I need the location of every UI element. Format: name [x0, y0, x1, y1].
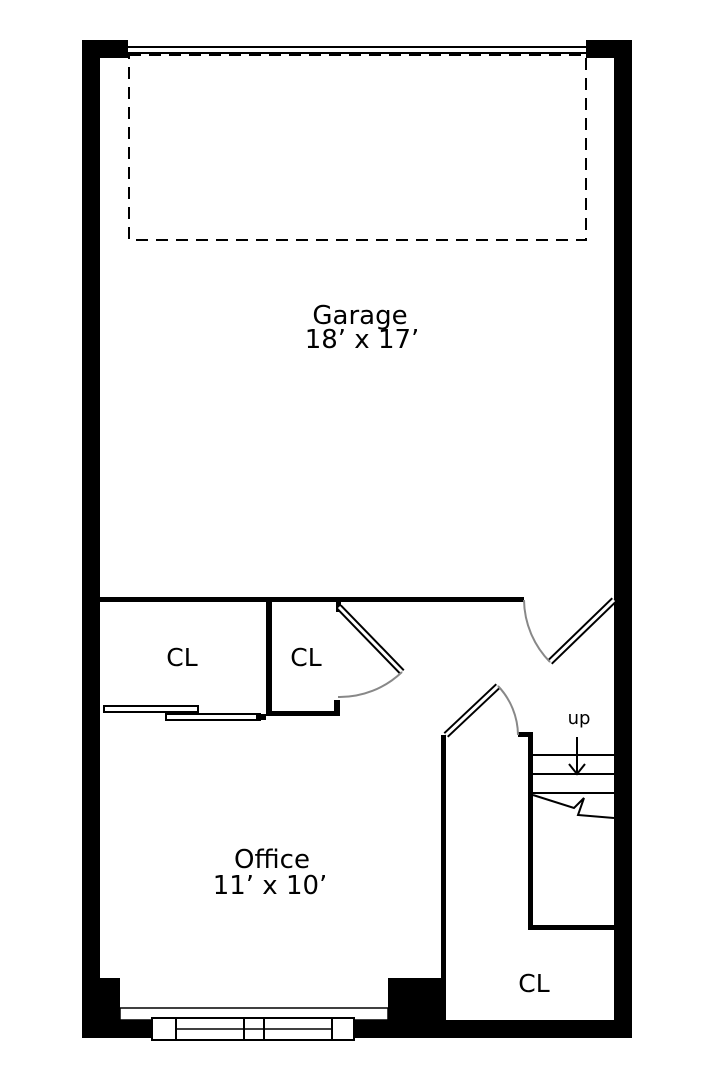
office-window: [119, 1007, 389, 1041]
garage-dimensions: 18’ x 17’: [305, 325, 420, 355]
middle-closet-door-jamb-top: [336, 600, 341, 612]
office-right-wall: [441, 735, 446, 1020]
bottom-right-closet-label: CL: [518, 969, 549, 998]
window-pillar-right: [388, 978, 444, 1020]
stair-up-label: up: [568, 708, 591, 729]
middle-closet-bottom-wall: [266, 711, 340, 716]
sliding-door-panel-2: [165, 713, 261, 721]
exterior-wall-left: [82, 40, 100, 1038]
left-closet-sliding-doors: [103, 705, 261, 721]
stair-top-jamb: [518, 732, 533, 737]
exterior-walls: [82, 40, 632, 1038]
middle-closet-door: [336, 604, 405, 699]
stair-bottom-wall: [528, 925, 616, 930]
office-name: Office: [234, 845, 310, 875]
closet-divider-wall: [266, 600, 272, 716]
overhead-door-outline: [128, 54, 587, 241]
stair-break-line: [532, 794, 615, 819]
garage-corner-left: [82, 40, 128, 58]
left-closet-label: CL: [166, 643, 197, 672]
middle-closet-label: CL: [290, 643, 321, 672]
garage-hall-door: [523, 597, 617, 665]
middle-closet-door-jamb: [334, 700, 340, 716]
garage-corner-right: [586, 40, 632, 58]
garage-door: [128, 46, 586, 54]
window-pillar-left: [100, 978, 120, 1020]
office-dimensions: 11’ x 10’: [213, 871, 328, 901]
exterior-wall-bottom-left: [82, 1020, 154, 1038]
garage-name: Garage: [312, 301, 407, 331]
garage-divider-wall: [100, 597, 524, 602]
stair-left-wall: [528, 735, 533, 930]
stair-arrow-head: [568, 763, 586, 776]
stairs: [532, 737, 615, 819]
sliding-door-panel-1: [103, 705, 199, 713]
hall-door: [443, 683, 519, 738]
left-closet-jamb: [256, 714, 266, 720]
exterior-wall-right: [614, 40, 632, 1038]
exterior-wall-bottom-right: [354, 1020, 632, 1038]
interior-walls: [100, 597, 616, 1020]
